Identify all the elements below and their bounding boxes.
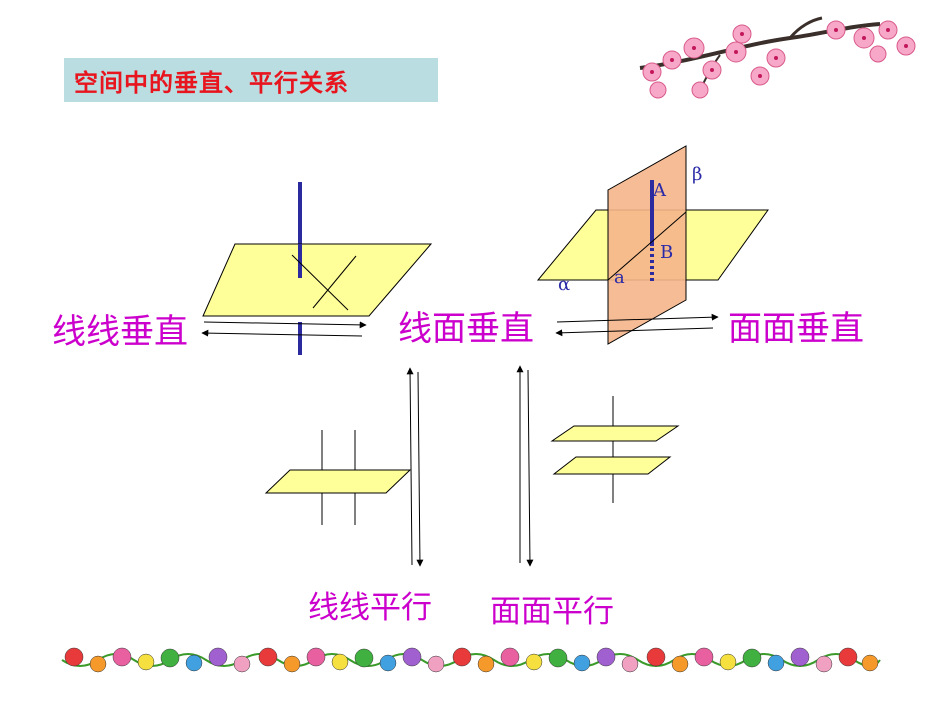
- title-box: 空间中的垂直、平行关系: [64, 58, 438, 102]
- plane-plane-parallel-figure: [550, 396, 680, 503]
- arrows-down-right: [516, 365, 534, 567]
- point-b-label: B: [660, 242, 674, 263]
- label-line-plane-perp: 线面垂直: [398, 309, 534, 349]
- point-a-label: A: [653, 180, 666, 201]
- label-plane-plane-parallel: 面面平行: [490, 594, 614, 630]
- arrows-down-left: [406, 367, 424, 567]
- line-a-label: a: [614, 267, 625, 288]
- label-line-line-perp: 线线垂直: [52, 312, 188, 352]
- plane-plane-perp-figure: [536, 145, 769, 345]
- page-title: 空间中的垂直、平行关系: [74, 69, 349, 97]
- label-line-line-parallel: 线线平行: [308, 590, 432, 626]
- line-line-parallel-figure: [264, 430, 412, 525]
- flower-border: [61, 647, 881, 673]
- label-plane-plane-perp: 面面垂直: [728, 309, 864, 349]
- line-plane-perp-figure: [202, 182, 433, 355]
- plum-blossom-branch: [639, 16, 916, 99]
- arrows-left-pair: [201, 321, 367, 337]
- arrows-right-pair: [555, 313, 719, 337]
- plane-beta-label: β: [692, 164, 703, 185]
- plane-alpha-label: α: [558, 274, 571, 295]
